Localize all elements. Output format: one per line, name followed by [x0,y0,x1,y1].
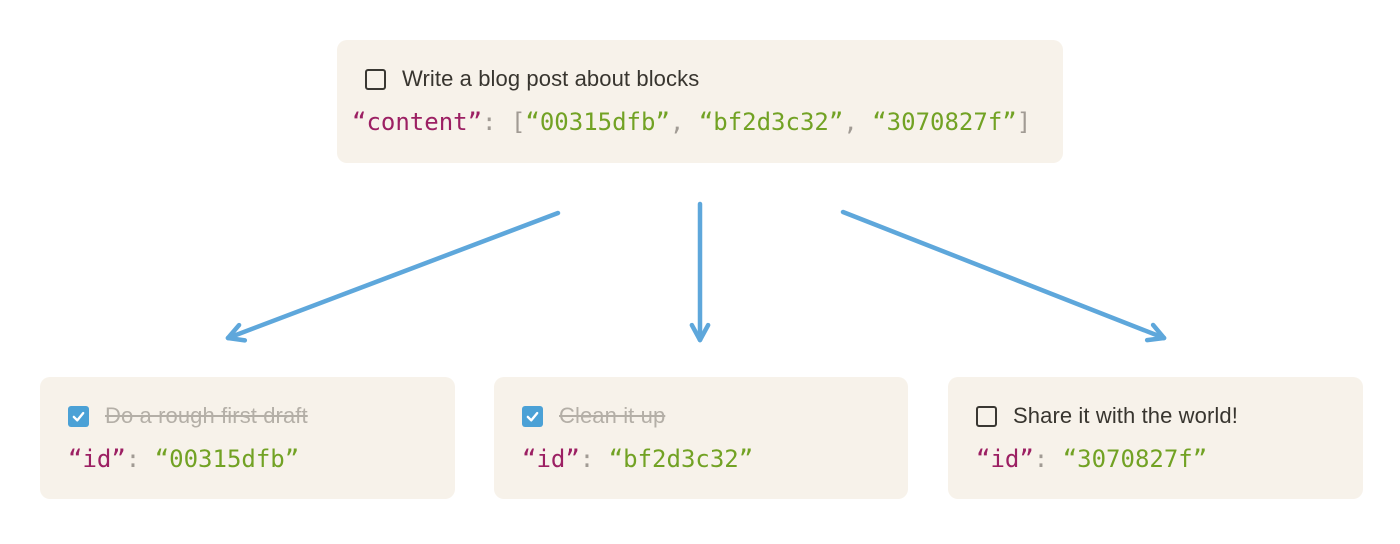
parent-code-line: “content”: [“00315dfb”, “bf2d3c32”, “307… [352,108,1035,136]
code-key-id: “id” [976,445,1034,473]
parent-block-card: Write a blog post about blocks “content”… [337,40,1063,163]
code-colon: : [125,445,155,473]
code-id-value: “bf2d3c32” [608,445,754,473]
child-block-card-cleanup: Clean it up “id”: “bf2d3c32” [494,377,908,499]
code-colon: : [579,445,609,473]
check-icon [72,411,85,422]
todo-checkbox-checked[interactable] [68,405,89,427]
child-todo-label: Do a rough first draft [105,403,308,428]
todo-checkbox-unchecked[interactable] [365,68,386,90]
child-block-card-share: Share it with the world! “id”: “3070827f… [948,377,1363,499]
parent-todo-line: Write a blog post about blocks [365,67,1035,91]
child-todo-line: Clean it up [522,404,880,428]
code-key-id: “id” [68,445,126,473]
todo-checkbox-unchecked[interactable] [976,405,997,427]
child-todo-line: Do a rough first draft [68,404,427,428]
code-id-value: “3070827f” [1062,445,1208,473]
code-child-id-3: “3070827f” [872,108,1017,136]
child-todo-line: Share it with the world! [976,404,1335,428]
code-id-value: “00315dfb” [154,445,300,473]
code-punct-open: : [ [482,108,526,136]
child-code-line: “id”: “bf2d3c32” [522,445,880,473]
code-child-id-2: “bf2d3c32” [698,108,844,136]
code-comma: , [843,108,873,136]
child-code-line: “id”: “3070827f” [976,445,1335,473]
code-colon: : [1033,445,1063,473]
parent-todo-label: Write a blog post about blocks [402,66,700,91]
code-bracket-close: ] [1016,108,1032,136]
todo-checkbox-checked[interactable] [522,405,543,427]
child-todo-label: Clean it up [559,403,666,428]
child-code-line: “id”: “00315dfb” [68,445,427,473]
code-key-content: “content” [352,108,483,136]
check-icon [526,411,539,422]
child-todo-label: Share it with the world! [1013,403,1238,428]
code-key-id: “id” [522,445,580,473]
code-comma: , [669,108,699,136]
child-block-card-draft: Do a rough first draft “id”: “00315dfb” [40,377,455,499]
code-child-id-1: “00315dfb” [525,108,670,136]
